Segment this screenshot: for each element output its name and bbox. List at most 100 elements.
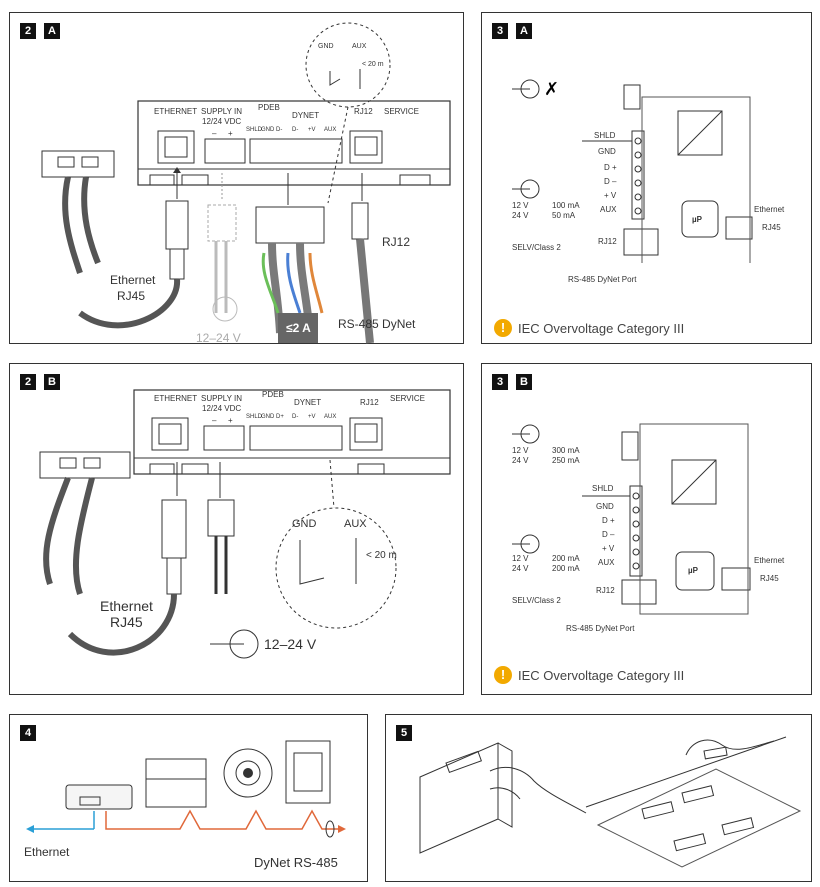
- panel-5: 5: [385, 714, 812, 882]
- panel-3b: 3 B 12 V 300 mA 24 V 250 mA SHLD GND D +…: [481, 363, 812, 695]
- label-rj12-port: RJ12: [354, 107, 373, 116]
- label-supply-volt: 12/24 VDC: [202, 117, 242, 126]
- label-pin-v: +V: [308, 414, 316, 420]
- device-box: [419, 742, 513, 854]
- label-pin-d2: D-: [292, 127, 299, 133]
- label-pin-shld: SHLD: [246, 414, 263, 420]
- label-pin-gnd: GND: [261, 127, 275, 133]
- label-supply-plus: +: [228, 416, 233, 425]
- label-supply-cable: 12–24 V: [264, 636, 317, 652]
- label-pv: + V: [604, 191, 617, 200]
- panel-2a: 2 A: [9, 12, 464, 345]
- label-rj12-port: RJ12: [360, 398, 379, 407]
- warning-text: IEC Overvoltage Category III: [518, 667, 685, 683]
- label-rj45-cable: RJ45: [117, 289, 146, 303]
- label-gnd: GND: [596, 502, 614, 511]
- label-application-illustration: [419, 736, 802, 868]
- label-port: RS-485 DyNet Port: [566, 624, 635, 633]
- circuit-schematic: [512, 423, 751, 615]
- variant-badge: A: [516, 23, 532, 39]
- label-supply-in: SUPPLY IN: [201, 394, 243, 403]
- label-dplus: D +: [604, 163, 617, 172]
- label-selv: SELV/Class 2: [512, 596, 561, 605]
- label-gnd: GND: [318, 43, 334, 50]
- label-selv: SELV/Class 2: [512, 243, 561, 252]
- label-supply-cable: 12–24 V: [196, 331, 241, 345]
- label-in-v24: 24 V: [512, 456, 529, 465]
- label-v12: 12 V: [512, 201, 529, 210]
- keypad-device: [285, 740, 331, 804]
- label-gnd: GND: [598, 147, 616, 156]
- label-service: SERVICE: [384, 107, 419, 116]
- label-rj45: RJ45: [762, 223, 781, 232]
- panel-2b: 2 B ETHERNET SUPPLY IN 12/24 VDC PDEB DY…: [9, 363, 464, 695]
- wiring-illustration: [39, 389, 451, 659]
- label-rj12: RJ12: [598, 237, 617, 246]
- warning: ! IEC Overvoltage Category III: [494, 666, 684, 684]
- label-in-v12-val: 300 mA: [552, 446, 580, 455]
- label-in-v24-val: 250 mA: [552, 456, 580, 465]
- label-dynet: DYNET: [294, 398, 322, 407]
- label-rj45: RJ45: [760, 574, 779, 583]
- label-v24-val: 50 mA: [552, 211, 576, 220]
- dimmer-device: [145, 758, 207, 808]
- label-pin-d1: D-: [276, 127, 283, 133]
- label-dist: < 20 m: [362, 61, 384, 68]
- label-rj12-cable: RJ12: [382, 235, 411, 249]
- label-ethernet: Ethernet: [754, 556, 785, 565]
- variant-badge: B: [44, 374, 60, 390]
- label-port: RS-485 DyNet Port: [568, 275, 637, 284]
- label-v12-val: 100 mA: [552, 201, 580, 210]
- label-supply-plus: +: [228, 129, 233, 138]
- step-badge: 4: [20, 725, 36, 741]
- label-pv: + V: [602, 544, 615, 553]
- panel-3a: 3 A ✗ SHLD GND D + D – + V AUX 12 V 100 …: [481, 12, 812, 344]
- label-supply-minus: –: [212, 416, 217, 425]
- label-dminus: D –: [602, 530, 615, 539]
- panel-4: 4 Ethernet DyNet RS-485: [9, 714, 368, 882]
- label-pin-gnd: GND: [261, 414, 275, 420]
- label-shld: SHLD: [592, 484, 614, 493]
- warning: ! IEC Overvoltage Category III: [494, 319, 684, 337]
- label-ethernet-cable: Ethernet: [110, 273, 156, 287]
- label-pin-shld: SHLD: [246, 127, 263, 133]
- label-dynet: DyNet RS-485: [254, 855, 338, 870]
- label-rs485: RS-485 DyNet: [338, 317, 416, 331]
- label-pin-aux: AUX: [324, 414, 337, 420]
- label-aux: AUX: [598, 558, 615, 567]
- label-pin-dplus: D+: [276, 414, 284, 420]
- label-gnd: GND: [292, 518, 317, 530]
- label-in-v12: 12 V: [512, 446, 529, 455]
- label-out-v12-val: 200 mA: [552, 554, 580, 563]
- label-sheet: [596, 768, 802, 868]
- label-ethernet-port: ETHERNET: [154, 107, 198, 116]
- label-out-v24: 24 V: [512, 564, 529, 573]
- step-badge: 5: [396, 725, 412, 741]
- hand-right: [685, 739, 775, 760]
- warning-icon: !: [494, 319, 512, 337]
- sensor-device: [223, 748, 273, 798]
- label-out-v24-val: 200 mA: [552, 564, 580, 573]
- warning-icon: !: [494, 666, 512, 684]
- label-dist: < 20 m: [366, 550, 397, 561]
- label-pdeb: PDEB: [262, 390, 284, 399]
- label-supply-minus: –: [212, 129, 217, 138]
- label-rj12: RJ12: [596, 586, 615, 595]
- variant-badge: B: [516, 374, 532, 390]
- hand-left: [489, 766, 587, 814]
- variant-badge: A: [44, 23, 60, 39]
- label-supply-in: SUPPLY IN: [201, 107, 243, 116]
- label-dminus: D –: [604, 177, 617, 186]
- label-aux: AUX: [600, 205, 617, 214]
- label-aux: AUX: [352, 43, 367, 50]
- label-ethernet: Ethernet: [24, 845, 70, 859]
- label-aux: AUX: [344, 518, 367, 530]
- label-current: ≤2 A: [286, 321, 311, 335]
- label-pin-v: +V: [308, 127, 316, 133]
- label-shld: SHLD: [594, 131, 616, 140]
- label-ethernet-port: ETHERNET: [154, 394, 198, 403]
- step-badge: 3: [492, 23, 508, 39]
- label-ethernet-cable: Ethernet: [100, 598, 153, 614]
- network-topology: [26, 740, 346, 838]
- label-pin-dminus: D-: [292, 414, 299, 420]
